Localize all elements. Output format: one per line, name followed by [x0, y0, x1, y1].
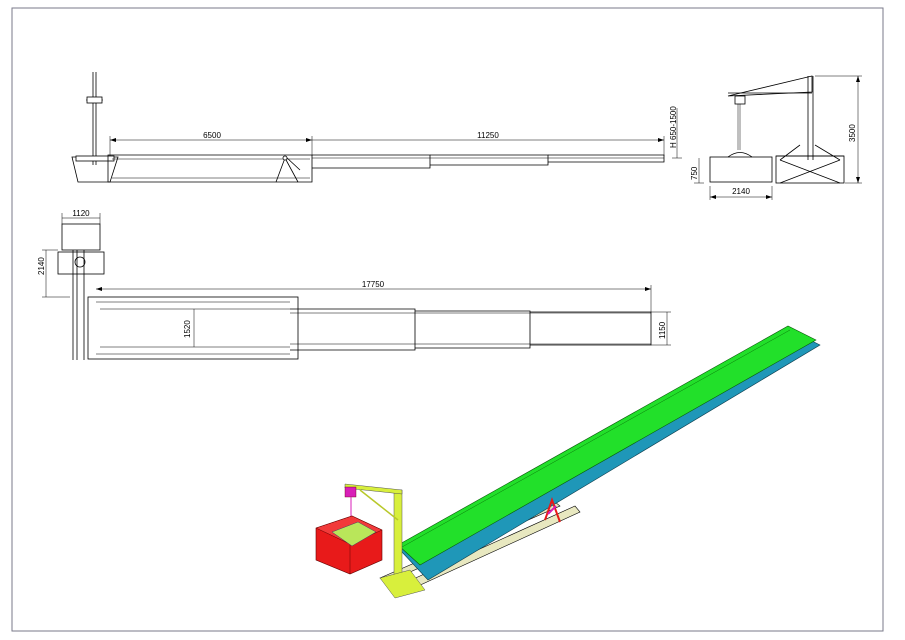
- top-hopper-frame: [87, 296, 299, 360]
- crane-footprint: [61, 223, 101, 251]
- dim-belt-length: 11250: [477, 131, 499, 140]
- dim-height-range: H 650-1500: [669, 106, 678, 148]
- dim-total-height: 3500: [848, 124, 857, 142]
- conveyor-tip-section: [548, 154, 665, 163]
- dim-crane-width: 1120: [72, 209, 90, 218]
- top-view: 1120 2140 17750 1520 1150: [37, 209, 671, 360]
- conveyor-mid-section: [312, 154, 431, 169]
- iso-conveyor-belt: [397, 325, 817, 566]
- sheet-border: [11, 7, 884, 632]
- iso-chute: [331, 521, 377, 547]
- dim-crane-depth: 2140: [37, 257, 46, 275]
- crane-icon: [344, 483, 426, 599]
- top-belt-mid: [290, 308, 416, 351]
- side-view: 6500 11250 H 650-1500 750: [71, 72, 704, 184]
- hoist-icon: [734, 95, 746, 105]
- conveyor-lower-section: [107, 154, 313, 183]
- iso-view: [315, 325, 821, 599]
- hopper-end: [709, 156, 773, 183]
- dim-belt-width: 1150: [658, 321, 667, 339]
- dim-base-height: 750: [690, 166, 699, 180]
- top-belt-tip: [530, 311, 652, 346]
- dim-hopper-length: 6500: [203, 131, 221, 140]
- crane-boom: [727, 75, 813, 97]
- dim-overall-length: 17750: [362, 280, 385, 289]
- dim-end-width: 2140: [732, 187, 750, 196]
- hoist-icon: [344, 486, 357, 498]
- end-view: 2140 3500: [709, 75, 862, 200]
- dim-hopper-width: 1520: [183, 320, 192, 338]
